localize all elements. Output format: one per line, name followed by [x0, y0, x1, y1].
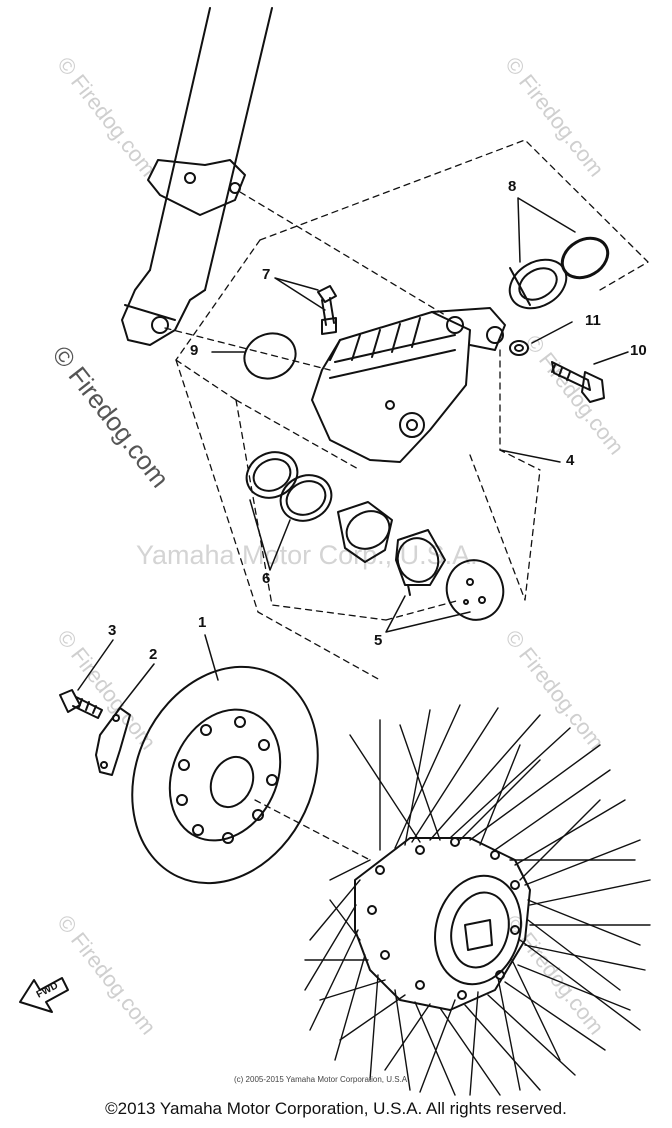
callout-2: 2: [149, 646, 158, 663]
callout-1: 1: [198, 614, 207, 631]
callout-3: 3: [108, 622, 117, 639]
callout-7: 7: [262, 266, 271, 283]
disc-hub-guide: [254, 799, 371, 861]
disc-bolt: [59, 689, 103, 719]
mounting-bolt: [551, 361, 605, 403]
front-fork-leg: [121, 7, 273, 346]
callout-6: 6: [262, 570, 271, 587]
piston-seals: [245, 451, 333, 522]
small-copyright: (c) 2005-2015 Yamaha Motor Corporation, …: [234, 1075, 410, 1084]
lock-plate: [95, 707, 131, 776]
leader-lines: [77, 197, 629, 711]
brake-disc: [131, 665, 319, 885]
assembly-guide-lines: [164, 139, 649, 681]
caliper-piston: [337, 501, 393, 563]
forward-arrow-icon: [19, 977, 69, 1013]
callout-9: 9: [190, 342, 199, 359]
seal-kit: [508, 236, 610, 310]
wheel-hub: [354, 837, 531, 1011]
callout-8: 8: [508, 178, 517, 195]
caliper-cap: [243, 332, 297, 380]
brake-pads: [395, 529, 505, 621]
callout-4: 4: [566, 452, 575, 469]
wheel-spokes: [304, 704, 651, 1096]
callout-11: 11: [585, 312, 601, 329]
center-watermark: Yamaha Motor Corp., U.S.A.: [136, 540, 478, 570]
washer: [509, 340, 529, 356]
caliper-body: [311, 307, 506, 463]
callout-5: 5: [374, 632, 383, 649]
bleeder-screw: [317, 285, 337, 335]
copyright-footer: ©2013 Yamaha Motor Corporation, U.S.A. A…: [105, 1099, 567, 1118]
callout-10: 10: [630, 342, 647, 359]
